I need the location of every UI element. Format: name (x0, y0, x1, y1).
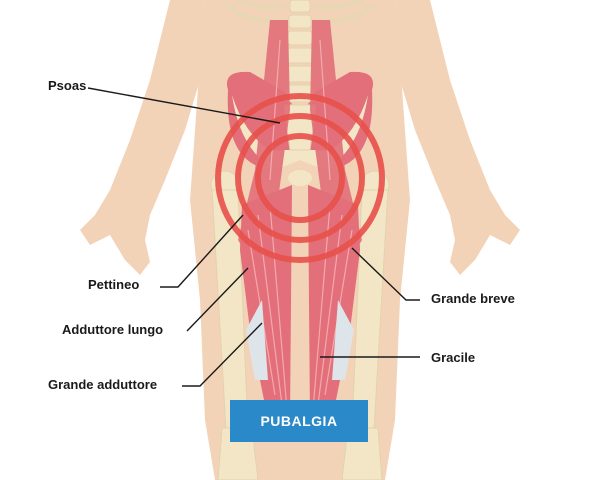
muscle-fibers (247, 39, 353, 411)
pain-rings (215, 93, 385, 263)
label-grande-adduttore: Grande adduttore (48, 377, 158, 392)
leader-lines (87, 87, 420, 387)
leader-adduttore-lungo (186, 267, 249, 332)
pubalgia-badge: PUBALGIA (230, 400, 368, 442)
leader-psoas (87, 87, 281, 124)
leader-grande-breve (351, 247, 420, 301)
label-psoas: Psoas (48, 78, 87, 93)
leader-grande-adduttore (182, 322, 263, 387)
leader-pettineo (160, 214, 244, 288)
label-gracile: Gracile (431, 350, 476, 365)
label-grande-breve: Grande breve (431, 291, 515, 306)
label-adduttore-lungo: Adduttore lungo (62, 322, 164, 337)
tendons (246, 300, 354, 380)
label-pettineo: Pettineo (88, 277, 140, 292)
